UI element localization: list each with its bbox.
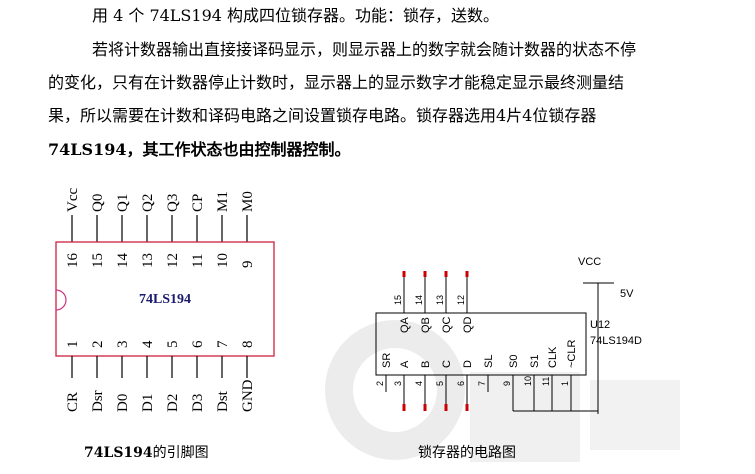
pin-number-top: 11 bbox=[190, 254, 206, 268]
pin-name-top: Q3 bbox=[165, 194, 181, 212]
output-pin-number: 15 bbox=[393, 295, 403, 305]
pinout-caption-rest: 的引脚图 bbox=[152, 445, 209, 461]
input-pin-label: D bbox=[462, 360, 474, 368]
pin-number-bottom: 6 bbox=[190, 340, 206, 348]
paragraph-line-4: 74LS194，其工作状态也由控制器控制。 bbox=[48, 140, 351, 159]
pin-number-top: 10 bbox=[215, 253, 231, 268]
pin-number-bottom: 7 bbox=[215, 340, 231, 348]
pin-name-top: Q0 bbox=[90, 194, 106, 212]
ic-ref: U12 bbox=[590, 319, 610, 331]
pin-number-bottom: 1 bbox=[65, 341, 81, 349]
pin-name-bottom: CR bbox=[65, 392, 81, 412]
pin-name-bottom: D1 bbox=[140, 394, 156, 412]
pin-number-bottom: 4 bbox=[140, 340, 156, 348]
pin-number-bottom: 3 bbox=[115, 341, 131, 349]
output-pin-label: QD bbox=[462, 316, 474, 333]
ic-body bbox=[375, 312, 587, 376]
output-pin-number: 14 bbox=[414, 295, 424, 305]
paragraph-line-3: 果，所以需要在计数和译码电路之间设置锁存电路。锁存器选用4片4位锁存器 bbox=[48, 106, 597, 125]
input-pin-label: ~CLR bbox=[566, 340, 578, 368]
input-pin-group: SR 2 A 3 B 4 C 5 D 6 SL 7 S0 9 S1 10 CLK 11 ~CLR 1 bbox=[375, 340, 578, 412]
vcc-label: VCC bbox=[578, 256, 601, 268]
pin-name-bottom: Dsr bbox=[90, 390, 106, 412]
pin-number-bottom: 5 bbox=[165, 341, 181, 349]
chip-body bbox=[55, 241, 275, 357]
input-pin-number: 1 bbox=[560, 381, 570, 386]
input-pin-number: 2 bbox=[375, 381, 385, 386]
input-pin-label: C bbox=[441, 360, 453, 368]
input-pin-number: 10 bbox=[523, 376, 533, 386]
ic-part: 74LS194D bbox=[590, 335, 642, 347]
output-pin-number: 13 bbox=[435, 295, 445, 305]
input-pin-label: A bbox=[399, 360, 411, 368]
pin-name-bottom: D3 bbox=[190, 394, 206, 412]
input-pin-label: S1 bbox=[529, 355, 541, 368]
input-pin-number: 6 bbox=[456, 381, 466, 386]
input-pin-number: 9 bbox=[502, 381, 512, 386]
pin-number-bottom: 8 bbox=[240, 341, 256, 349]
input-pin-number: 5 bbox=[435, 381, 445, 386]
pin-number-top: 14 bbox=[115, 253, 131, 269]
chip-label: 74LS194 bbox=[139, 292, 191, 307]
pin-number-top: 12 bbox=[165, 253, 181, 268]
pin-name-bottom: Dst bbox=[215, 390, 231, 412]
top-pin-group: Vcc 16 Q0 15 Q1 14 Q2 13 Q3 12 CP 11 M1 10 M0 9 bbox=[65, 188, 256, 268]
input-pin-number: 4 bbox=[414, 381, 424, 386]
input-pin-number: 3 bbox=[393, 381, 403, 386]
pin-number-top: 16 bbox=[65, 253, 81, 269]
output-pin-label: QB bbox=[420, 317, 432, 333]
pin-name-top: Q1 bbox=[115, 194, 131, 212]
input-pin-label: SL bbox=[483, 355, 495, 368]
pin-name-top: CP bbox=[190, 194, 206, 212]
input-pin-label: B bbox=[420, 361, 432, 368]
paragraph-line-1: 若将计数器输出直接接译码显示，则显示器上的数字就会随计数器的状态不停 bbox=[92, 40, 637, 59]
chip-notch bbox=[55, 289, 67, 311]
pin-name-top: M0 bbox=[240, 191, 256, 212]
input-pin-label: S0 bbox=[508, 355, 520, 368]
circuit-caption: 锁存器的电路图 bbox=[418, 445, 516, 461]
pinout-caption: 74LS194的引脚图 bbox=[84, 442, 209, 462]
input-pin-label: SR bbox=[381, 353, 393, 368]
output-pin-number: 12 bbox=[456, 295, 466, 305]
pin-name-top: M1 bbox=[215, 191, 231, 212]
pin-number-bottom: 2 bbox=[90, 341, 106, 349]
pin-name-bottom: GND bbox=[240, 379, 256, 412]
output-pin-label: QC bbox=[441, 316, 453, 333]
intro-line: 用 4 个 74LS194 构成四位锁存器。功能：锁存，送数。 bbox=[92, 6, 500, 25]
pinout-caption-part: 74LS194 bbox=[84, 445, 153, 461]
pin-number-top: 15 bbox=[90, 253, 106, 268]
paragraph-line-2: 的变化，只有在计数器停止计数时，显示器上的显示数字才能稳定显示最终测量结 bbox=[48, 73, 625, 92]
pin-name-bottom: D2 bbox=[165, 394, 181, 412]
pin-number-top: 13 bbox=[140, 253, 156, 268]
voltage-label: 5V bbox=[620, 288, 634, 300]
pin-number-top: 9 bbox=[240, 261, 256, 269]
input-pin-label: CLK bbox=[547, 346, 559, 368]
output-pin-label: QA bbox=[399, 316, 411, 333]
pin-name-top: Vcc bbox=[65, 188, 81, 212]
input-pin-number: 7 bbox=[477, 381, 487, 386]
pin-name-bottom: D0 bbox=[115, 394, 131, 412]
pin-name-top: Q2 bbox=[140, 194, 156, 212]
input-pin-number: 11 bbox=[541, 377, 551, 386]
